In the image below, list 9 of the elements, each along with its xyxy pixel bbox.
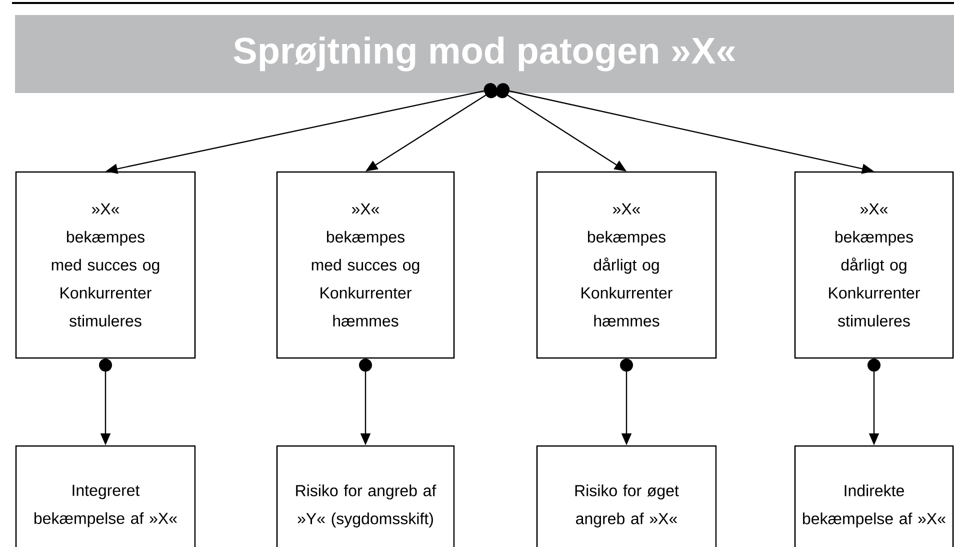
text-box: »X« bekæmpes med succes og Konkurrenter hæmmes [276,171,455,359]
text-box: »X« bekæmpes dårligt og Konkurrenter hæmmes [536,171,717,359]
text-box: Indirekte bekæmpelse af »X« [794,445,954,547]
text-box: Risiko for øget angreb af »X« [536,445,717,547]
title-band: Sprøjtning mod patogen »X« [15,15,954,93]
text-box: Risiko for angreb af »Y« (sygdomsskift) [276,445,455,547]
text-box: »X« bekæmpes dårligt og Konkurrenter stimuleres [794,171,954,359]
text-box: Integreret bekæmpelse af »X« [15,445,196,547]
text-box: »X« bekæmpes med succes og Konkurrenter stimuleres [15,171,196,359]
